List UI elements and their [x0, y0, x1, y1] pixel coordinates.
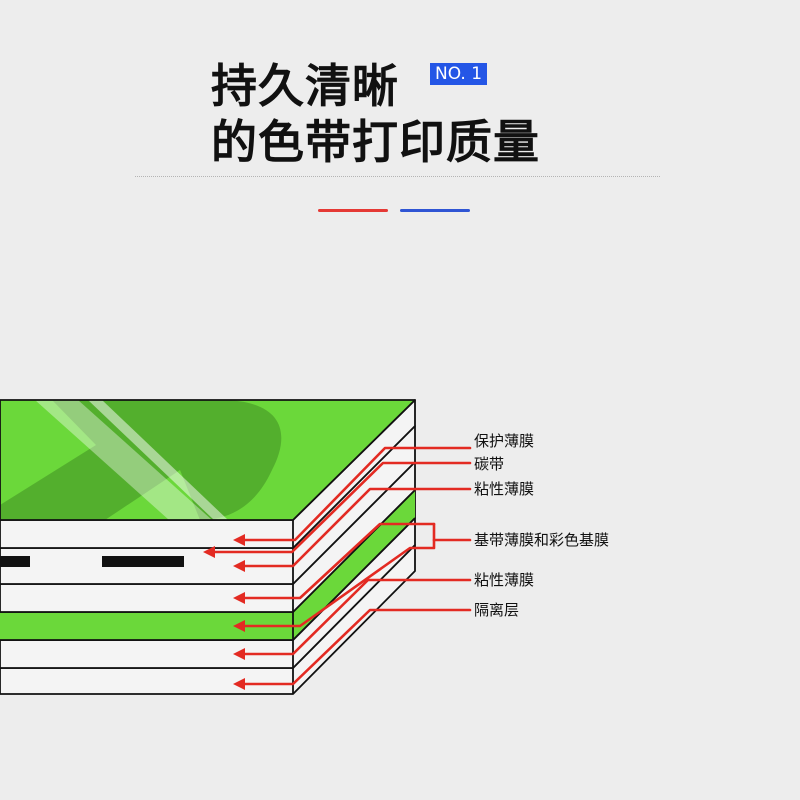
ink-block [0, 556, 30, 567]
arrow-protective-film [238, 446, 472, 542]
title-line-1: 持久清晰 [211, 59, 399, 113]
arrow-base-film [238, 522, 436, 600]
arrow-adhesive-bottom [238, 578, 472, 656]
arrow-adhesive-top [238, 487, 472, 568]
rank-badge: NO. 1 [430, 63, 488, 85]
ink-block [102, 556, 184, 567]
title-line-2: 的色带打印质量 [211, 115, 540, 169]
label-release-layer: 隔离层 [474, 601, 520, 619]
label-protective-film: 保护薄膜 [474, 432, 535, 450]
label-adhesive-film-top: 粘性薄膜 [474, 480, 535, 498]
label-carbon-ribbon: 碳带 [474, 455, 505, 473]
arrow-carbon-ribbon [208, 461, 472, 554]
dotted-divider [135, 176, 660, 177]
arrow-heads [203, 534, 245, 690]
arrow-release [238, 608, 472, 686]
label-base-film-color-base: 基带薄膜和彩色基膜 [474, 531, 610, 549]
blue-accent-bar [400, 209, 470, 212]
red-accent-bar [318, 209, 388, 212]
layer-protective-film [0, 399, 416, 549]
leader-arrows [208, 446, 472, 686]
label-adhesive-film-bottom: 粘性薄膜 [474, 571, 535, 589]
